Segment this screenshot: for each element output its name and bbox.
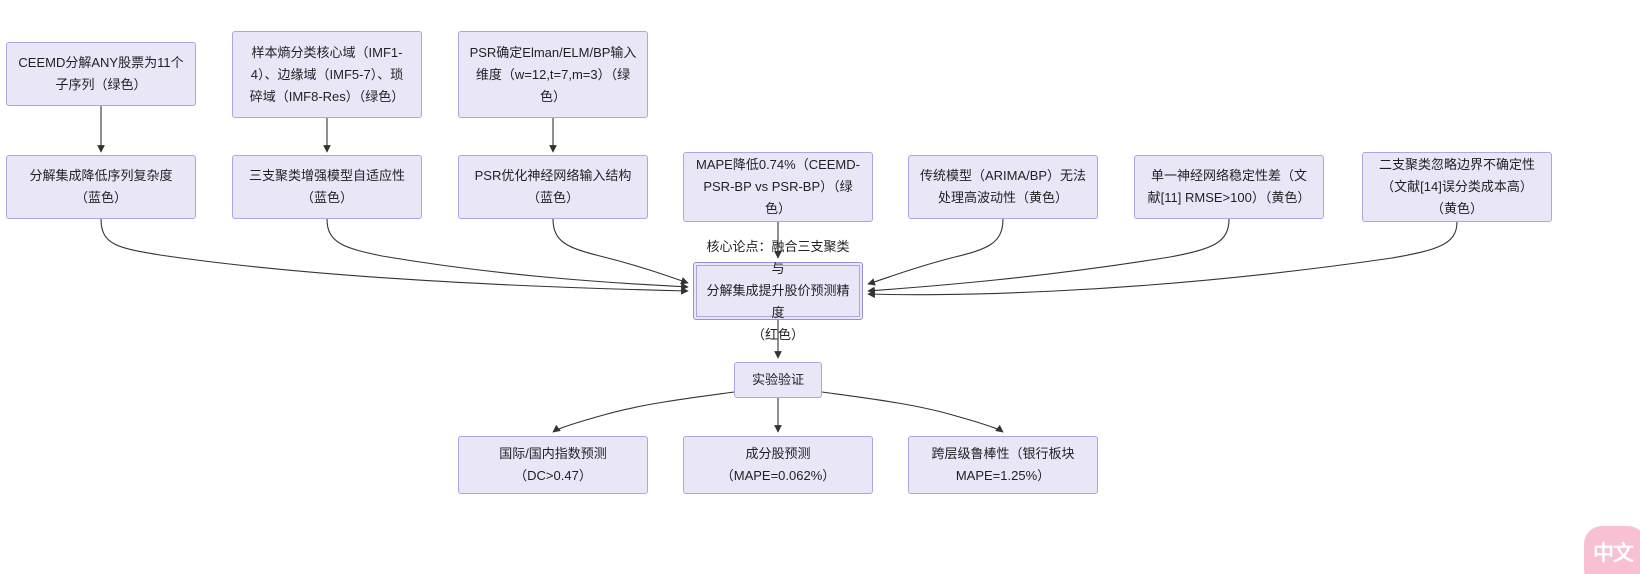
watermark-text: 中文	[1593, 541, 1634, 565]
node-constituent-stock-forecast[interactable]: 成分股预测 （MAPE=0.062%）	[683, 436, 873, 494]
edge-n10-core	[867, 221, 1458, 299]
edge-n11-n14	[821, 391, 1004, 433]
node-decomposition-reduces-complexity[interactable]: 分解集成降低序列复杂度 （蓝色）	[6, 155, 196, 219]
node-label: 分解集成降低序列复杂度 （蓝色）	[29, 168, 173, 205]
node-experimental-validation[interactable]: 实验验证	[734, 362, 822, 398]
node-psr-input-dimension[interactable]: PSR确定Elman/ELM/BP输入 维度（w=12,t=7,m=3）（绿 色…	[458, 31, 648, 118]
watermark-badge: 中文	[1584, 526, 1640, 574]
node-label: 核心论点：融合三支聚类与 分解集成提升股价预测精度 （红色）	[706, 239, 850, 342]
edge-n8-core	[867, 218, 1004, 286]
node-single-network-instability[interactable]: 单一神经网络稳定性差（文 献[11] RMSE>100）（黄色）	[1134, 155, 1324, 219]
node-label: 样本熵分类核心域（IMF1- 4）、边缘域（IMF5-7）、琐 碎域（IMF8-…	[249, 44, 405, 104]
node-label: 国际/国内指数预测 （DC>0.47）	[499, 446, 607, 483]
node-index-forecast[interactable]: 国际/国内指数预测 （DC>0.47）	[458, 436, 648, 494]
node-label: 传统模型（ARIMA/BP）无法 处理高波动性（黄色）	[919, 168, 1087, 205]
node-label: 成分股预测 （MAPE=0.062%）	[720, 446, 836, 483]
node-ceemd-decomposition[interactable]: CEEMD分解ANY股票为11个 子序列（绿色）	[6, 42, 196, 106]
node-label: 跨层级鲁棒性（银行板块 MAPE=1.25%）	[931, 446, 1075, 483]
node-sample-entropy-classification[interactable]: 样本熵分类核心域（IMF1- 4）、边缘域（IMF5-7）、琐 碎域（IMF8-…	[232, 31, 422, 118]
node-three-way-clustering-adaptivity[interactable]: 三支聚类增强模型自适应性 （蓝色）	[232, 155, 422, 219]
node-psr-optimizes-network-structure[interactable]: PSR优化神经网络输入结构 （蓝色）	[458, 155, 648, 219]
edge-n9-core	[867, 218, 1230, 295]
node-label: PSR优化神经网络输入结构 （蓝色）	[474, 168, 632, 205]
node-label: 实验验证	[751, 372, 804, 387]
node-cross-level-robustness[interactable]: 跨层级鲁棒性（银行板块 MAPE=1.25%）	[908, 436, 1098, 494]
node-label: MAPE降低0.74%（CEEMD- PSR-BP vs PSR-BP）（绿 色…	[696, 157, 860, 216]
node-mape-reduction[interactable]: MAPE降低0.74%（CEEMD- PSR-BP vs PSR-BP）（绿 色…	[683, 152, 873, 222]
node-label: 二支聚类忽略边界不确定性 （文献[14]误分类成本高） （黄色）	[1378, 157, 1535, 216]
node-label: PSR确定Elman/ELM/BP输入 维度（w=12,t=7,m=3）（绿 色…	[469, 44, 637, 104]
edge-n4-core	[100, 218, 689, 295]
edge-n5-core	[326, 218, 689, 291]
edge-n11-n12	[552, 391, 735, 433]
node-label: CEEMD分解ANY股票为11个 子序列（绿色）	[18, 55, 184, 92]
node-traditional-models-limitation[interactable]: 传统模型（ARIMA/BP）无法 处理高波动性（黄色）	[908, 155, 1098, 219]
edge-n6-core	[552, 218, 689, 285]
node-label: 三支聚类增强模型自适应性 （蓝色）	[248, 168, 405, 205]
node-label: 单一神经网络稳定性差（文 献[11] RMSE>100）（黄色）	[1147, 168, 1311, 205]
node-two-way-clustering-limitation[interactable]: 二支聚类忽略边界不确定性 （文献[14]误分类成本高） （黄色）	[1362, 152, 1552, 222]
node-core-thesis[interactable]: 核心论点：融合三支聚类与 分解集成提升股价预测精度 （红色）	[693, 239, 863, 342]
